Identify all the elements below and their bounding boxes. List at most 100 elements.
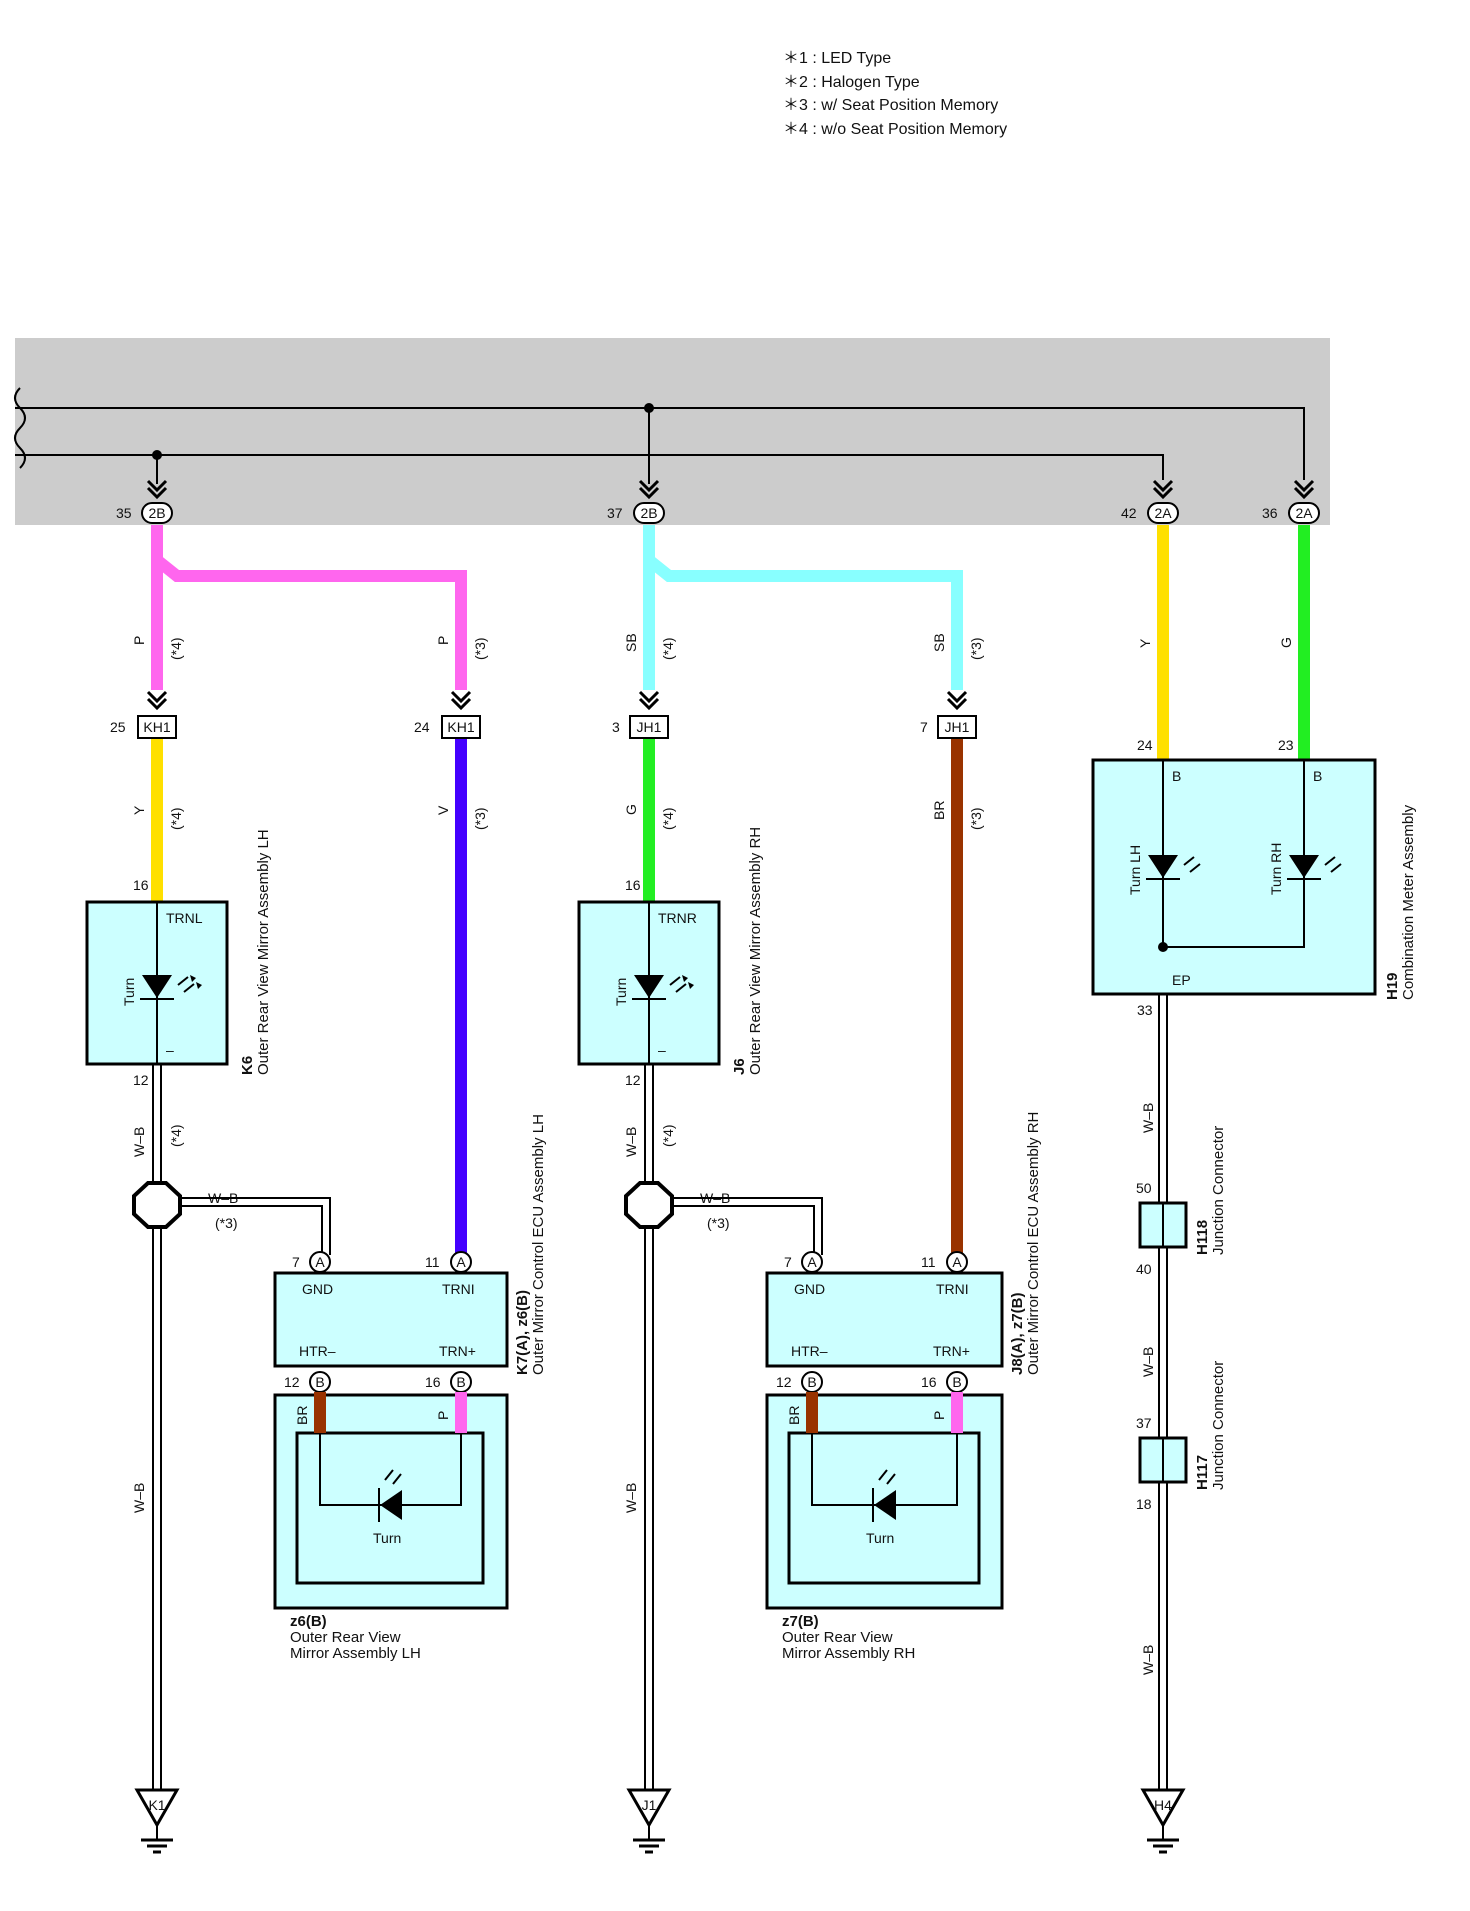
- svg-text:16: 16: [625, 877, 641, 893]
- svg-text:–: –: [658, 1042, 666, 1058]
- pin-42: 42: [1121, 505, 1137, 521]
- svg-text:SB: SB: [931, 633, 947, 652]
- svg-text:7: 7: [292, 1254, 300, 1270]
- z6-mirror-lh: BR P Turn z6(B) Outer Rear View Mirror A…: [273, 1392, 509, 1662]
- svg-text:7: 7: [784, 1254, 792, 1270]
- svg-text:GND: GND: [794, 1281, 825, 1297]
- svg-text:(*4): (*4): [660, 807, 676, 830]
- svg-text:(*4): (*4): [168, 637, 184, 660]
- h19-turn-rh: Turn RH: [1268, 843, 1284, 895]
- svg-text:B: B: [1172, 768, 1181, 784]
- ground-j1: J1: [627, 1788, 671, 1854]
- k7-name: Outer Mirror Control ECU Assembly LH: [530, 1114, 547, 1375]
- svg-text:HTR–: HTR–: [299, 1343, 336, 1359]
- svg-text:W–B: W–B: [131, 1483, 147, 1513]
- j6-mirror-rh: 16 TRNR Turn – 12 J6 Outer Rear View Mir…: [577, 827, 764, 1088]
- svg-text:TRNI: TRNI: [936, 1281, 969, 1297]
- ground-wires: [132, 994, 1168, 1790]
- ground-k1: K1: [135, 1788, 179, 1854]
- svg-text:–: –: [166, 1042, 174, 1058]
- svg-text:(*4): (*4): [660, 637, 676, 660]
- conn-jh1-7: JH1: [945, 719, 970, 735]
- svg-text:SB: SB: [623, 633, 639, 652]
- svg-text:G: G: [1278, 637, 1294, 648]
- svg-text:V: V: [435, 805, 451, 815]
- j8-name: Outer Mirror Control ECU Assembly RH: [1025, 1112, 1042, 1375]
- conn-kh1-25: KH1: [143, 719, 170, 735]
- svg-text:16: 16: [133, 877, 149, 893]
- j6-terminal-top: TRNR: [658, 910, 697, 926]
- svg-text:(*4): (*4): [168, 807, 184, 830]
- svg-text:A: A: [807, 1254, 817, 1270]
- legend: ＊1 : LED Type ＊2 : Halogen Type ＊3 : w/ …: [783, 50, 1007, 138]
- z6-led-label: Turn: [373, 1530, 401, 1546]
- conn-kh1-24: KH1: [447, 719, 474, 735]
- svg-text:P: P: [931, 1411, 947, 1420]
- svg-text:(*3): (*3): [472, 807, 488, 830]
- h19-turn-lh: Turn LH: [1127, 845, 1143, 895]
- wire-sky-blue: [643, 525, 963, 690]
- svg-text:A: A: [952, 1254, 962, 1270]
- svg-text:16: 16: [921, 1374, 937, 1390]
- j8-ecu-rh: 7 A 11 A GND TRNI HTR– TRN+ J8(A), z7(B)…: [765, 1112, 1042, 1393]
- svg-text:W–B: W–B: [1140, 1645, 1156, 1675]
- svg-text:B: B: [1313, 768, 1322, 784]
- svg-text:EP: EP: [1172, 972, 1191, 988]
- svg-text:12: 12: [776, 1374, 792, 1390]
- svg-text:BR: BR: [786, 1406, 802, 1425]
- svg-text:37: 37: [1136, 1415, 1152, 1431]
- svg-text:A: A: [456, 1254, 466, 1270]
- svg-text:BR: BR: [294, 1406, 310, 1425]
- pin-24: 24: [414, 719, 430, 735]
- svg-text:(*4): (*4): [660, 1124, 676, 1147]
- svg-text:BR: BR: [931, 801, 947, 820]
- svg-text:H4: H4: [1154, 1797, 1172, 1813]
- k7-ecu-lh: 7 A 11 A GND TRNI HTR– TRN+ K7(A), z6(B)…: [273, 1114, 547, 1393]
- z7-mirror-rh: BR P Turn z7(B) Outer Rear View Mirror A…: [765, 1392, 1004, 1662]
- h117-id: H117: [1194, 1455, 1211, 1490]
- svg-text:Mirror Assembly RH: Mirror Assembly RH: [782, 1645, 915, 1662]
- svg-text:50: 50: [1136, 1180, 1152, 1196]
- svg-text:A: A: [315, 1254, 325, 1270]
- k6-id: K6: [239, 1056, 256, 1075]
- svg-text:W–B: W–B: [131, 1127, 147, 1157]
- svg-text:23: 23: [1278, 737, 1294, 753]
- svg-text:Y: Y: [1137, 638, 1153, 648]
- h118-name: Junction Connector: [1210, 1126, 1227, 1255]
- svg-text:B: B: [315, 1374, 324, 1390]
- svg-text:W–B: W–B: [623, 1127, 639, 1157]
- svg-text:12: 12: [284, 1374, 300, 1390]
- j6-led-label: Turn: [613, 978, 629, 1006]
- j6-id: J6: [731, 1058, 748, 1075]
- svg-text:J1: J1: [642, 1797, 657, 1813]
- svg-text:(*3): (*3): [472, 637, 488, 660]
- svg-text:Y: Y: [131, 805, 147, 815]
- h117-junction: 37 18 H117 Junction Connector: [1136, 1361, 1227, 1512]
- svg-text:11: 11: [425, 1254, 440, 1270]
- svg-text:Mirror Assembly LH: Mirror Assembly LH: [290, 1645, 421, 1662]
- k6-name: Outer Rear View Mirror Assembly LH: [255, 829, 272, 1075]
- svg-text:TRN+: TRN+: [439, 1343, 476, 1359]
- svg-text:(*3): (*3): [968, 637, 984, 660]
- svg-text:24: 24: [1137, 737, 1153, 753]
- conn-2A-left: 2A: [1154, 505, 1172, 521]
- svg-text:18: 18: [1136, 1496, 1152, 1512]
- svg-text:TRN+: TRN+: [933, 1343, 970, 1359]
- svg-text:16: 16: [425, 1374, 441, 1390]
- h19-combination-meter: 24 23 B B Turn LH Turn RH EP 33 H19 Comb…: [1091, 737, 1417, 1018]
- j6-name: Outer Rear View Mirror Assembly RH: [747, 827, 764, 1075]
- svg-text:B: B: [456, 1374, 465, 1390]
- conn-jh1-3: JH1: [637, 719, 662, 735]
- svg-text:B: B: [807, 1374, 816, 1390]
- conn-2A-right: 2A: [1295, 505, 1313, 521]
- svg-text:40: 40: [1136, 1261, 1152, 1277]
- svg-text:(*3): (*3): [707, 1215, 730, 1231]
- h118-id: H118: [1194, 1220, 1211, 1255]
- j8-id: J8(A), z7(B): [1009, 1292, 1026, 1375]
- svg-text:(*4): (*4): [168, 1124, 184, 1147]
- continuation-band: [15, 338, 1330, 525]
- top-bus-lines: [15, 403, 1315, 499]
- z6-id: z6(B): [290, 1613, 327, 1630]
- svg-text:GND: GND: [302, 1281, 333, 1297]
